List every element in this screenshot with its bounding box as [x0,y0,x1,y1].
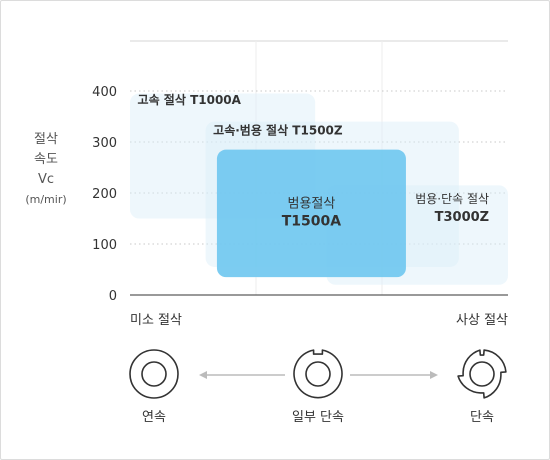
arrow-left-icon [199,371,285,379]
partial-cut-icon [293,349,343,399]
arrow-right-icon [350,371,438,379]
y-tick-label: 100 [92,238,117,253]
region-label: 고속·범용 절삭 T1500Z [213,122,343,137]
y-ticks: 0 100 200 300 400 [92,85,117,304]
region-label: 범용절삭 [288,196,336,211]
y-tick-label: 200 [92,187,117,202]
interrupted-cut-icon [457,349,507,399]
y-axis-label-line: Vc [37,172,55,187]
region: 범용절삭 T1500A [216,149,406,278]
partial-cut-label: 일부 단속 [292,410,344,425]
y-tick-label: 0 [109,289,117,304]
y-tick-label: 300 [92,136,117,151]
y-tick-label: 400 [92,85,117,100]
continuous-cut-icon [129,349,179,399]
x-axis-right-label: 사상 절삭 [456,313,508,328]
continuous-cut-label: 연속 [142,410,166,425]
y-axis-label: 절삭 속도 Vc (m/mir) [14,130,78,210]
region-label: 범용·단속 절삭 [415,192,489,206]
y-axis-label-line: 속도 [34,152,58,167]
region-label: T3000Z [435,210,489,225]
x-axis-left-label: 미소 절삭 [130,313,182,328]
y-axis-label-line: 절삭 [34,132,58,147]
region-box [216,149,406,278]
y-axis-unit: (m/mir) [25,193,67,206]
interrupted-cut-label: 단속 [470,410,494,425]
regions: 고속 절삭 T1000A 고속·범용 절삭 T1500Z 범용·단속 절삭 T3000… [130,92,508,285]
region-label: 고속 절삭 T1000A [138,92,242,107]
region-label: T1500A [282,213,342,229]
